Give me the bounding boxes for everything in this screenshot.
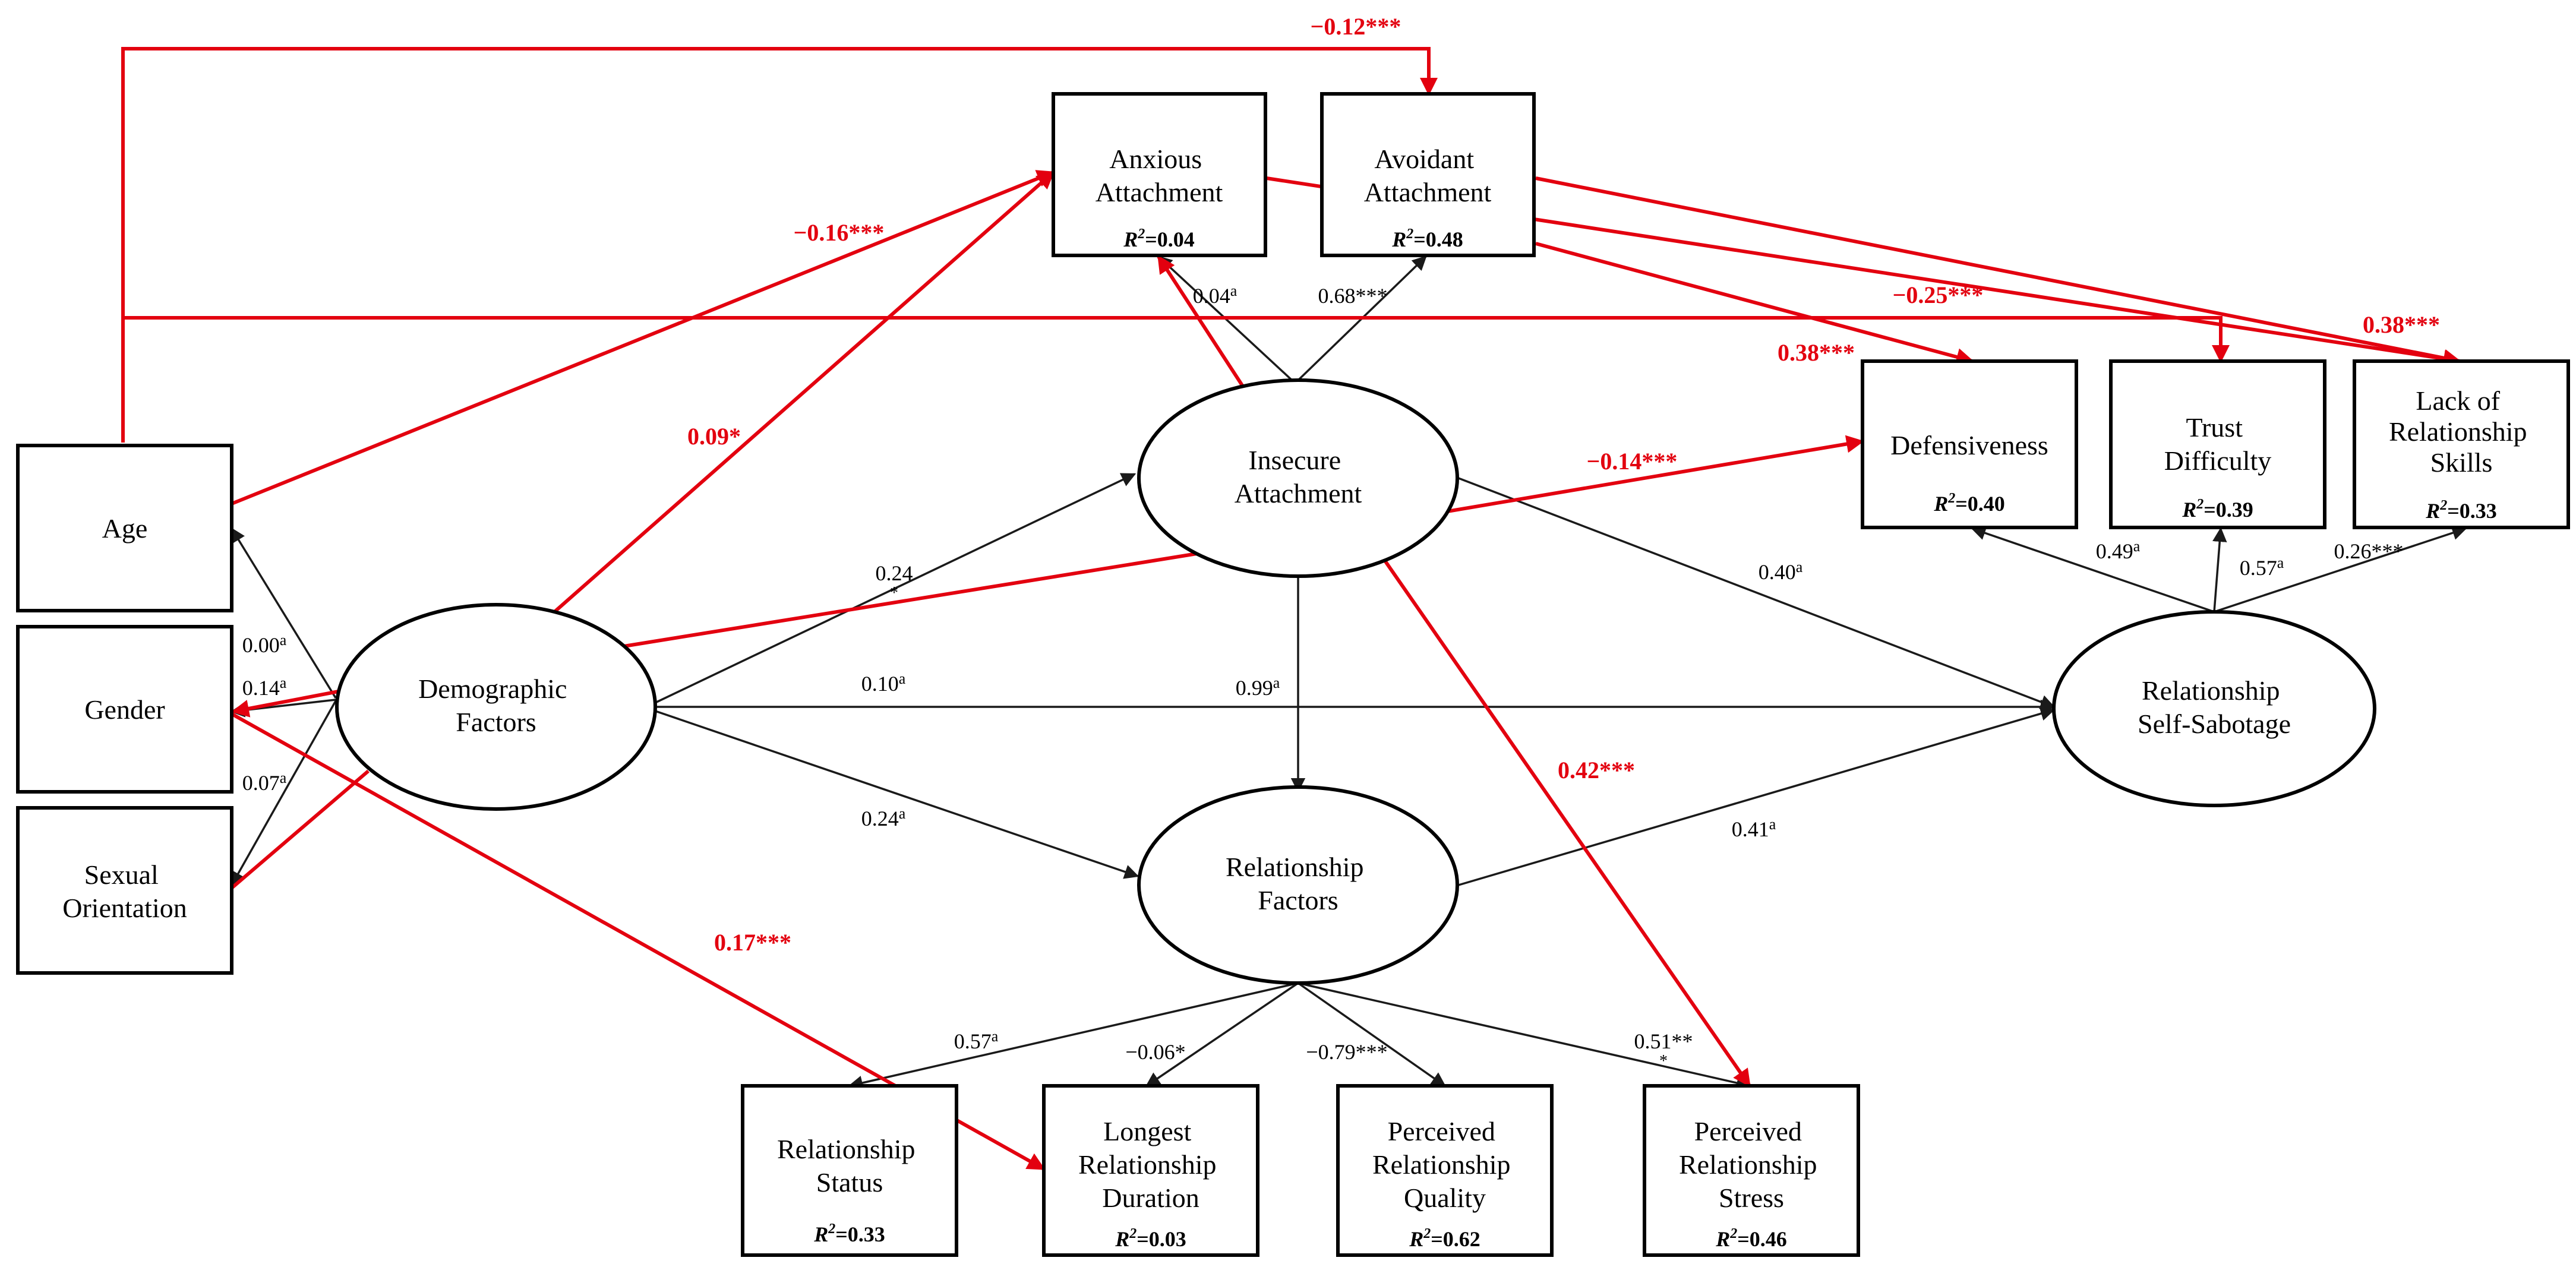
edge-demo-to-gender-red bbox=[231, 689, 342, 718]
r2-avoidant-attachment: R2=0.48 bbox=[1391, 226, 1463, 251]
node-age[interactable]: Age bbox=[16, 444, 233, 612]
edge-relfactors-to-sabotage bbox=[1458, 706, 2056, 886]
edge-relfactors-to-longest bbox=[1145, 982, 1299, 1087]
node-lack-of-relationship-skills[interactable]: Lack of Relationship Skills R2=0.33 bbox=[2353, 359, 2570, 529]
node-perceived-relationship-stress-label: Perceived Relationship Stress bbox=[1679, 1116, 1824, 1213]
edge-relfactors-to-stress bbox=[1298, 982, 1751, 1091]
r2-defensiveness: R2=0.40 bbox=[1933, 491, 2005, 516]
coef-relfactors-to-status: 0.57a bbox=[954, 1028, 999, 1053]
node-relationship-status[interactable]: Relationship Status R2=0.33 bbox=[741, 1084, 958, 1257]
node-longest-relationship-duration[interactable]: Longest Relationship Duration R2=0.03 bbox=[1042, 1084, 1259, 1257]
r2-anxious-attachment: R2=0.04 bbox=[1123, 226, 1195, 251]
node-demographic-factors-label: Demographic Factors bbox=[418, 674, 574, 737]
edge-demo-to-sexual-orientation bbox=[231, 700, 337, 887]
r2-longest-relationship-duration: R2=0.03 bbox=[1115, 1226, 1186, 1251]
coef-relfactors-to-stress: 0.51*** bbox=[1634, 1029, 1693, 1070]
node-lack-of-relationship-skills-label: Lack of Relationship Skills bbox=[2389, 386, 2534, 478]
node-anxious-attachment-label: Anxious Attachment bbox=[1096, 144, 1223, 207]
coef-demo-to-insecure: 0.24* bbox=[876, 561, 913, 602]
coef-insecure-to-sabotage: 0.40a bbox=[1759, 558, 1803, 584]
coef-demo-to-sabotage: 0.10a bbox=[861, 670, 906, 696]
node-sexual-orientation-label: Sexual Orientation bbox=[62, 860, 187, 923]
node-defensiveness[interactable]: Defensiveness R2=0.40 bbox=[1861, 359, 2078, 529]
coef-sabotage-to-defensiveness: 0.49a bbox=[2096, 538, 2141, 563]
edge-relfactors-to-status bbox=[848, 982, 1299, 1091]
edge-demo-to-relfactors bbox=[655, 710, 1139, 879]
edge-insecure-to-anxious bbox=[1157, 255, 1296, 384]
coef-avoidant-to-lack-skills: 0.38*** bbox=[2363, 311, 2440, 338]
edge-age-to-avoidant bbox=[121, 47, 1438, 443]
coef-relfactors-to-quality: −0.79*** bbox=[1306, 1040, 1387, 1064]
coef-insecure-to-stress: 0.42*** bbox=[1558, 757, 1635, 783]
node-relationship-self-sabotage[interactable]: Relationship Self-Sabotage bbox=[2052, 610, 2376, 807]
coef-age-to-avoidant: −0.12*** bbox=[1311, 13, 1401, 40]
node-insecure-attachment-label: Insecure Attachment bbox=[1235, 445, 1362, 508]
edge-avoidant-to-lack-skills bbox=[1535, 176, 2461, 367]
node-insecure-attachment[interactable]: Insecure Attachment bbox=[1137, 378, 1459, 578]
node-perceived-relationship-quality-label: Perceived Relationship Quality bbox=[1372, 1116, 1517, 1213]
edge-insecure-to-avoidant bbox=[1294, 255, 1427, 384]
coef-relfactors-to-longest: −0.06* bbox=[1125, 1040, 1185, 1064]
coef-sabotage-to-trust: 0.57a bbox=[2240, 554, 2284, 580]
edge-age-to-anxious bbox=[231, 170, 1055, 505]
node-avoidant-attachment-label: Avoidant Attachment bbox=[1364, 144, 1492, 207]
edge-demo-to-anxious bbox=[547, 170, 1055, 620]
node-relationship-status-label: Relationship Status bbox=[777, 1134, 922, 1198]
coef-insecure-to-avoidant: 0.68*** bbox=[1318, 284, 1388, 308]
coef-age-to-trust: −0.25*** bbox=[1893, 282, 1984, 308]
node-relationship-self-sabotage-label: Relationship Self-Sabotage bbox=[2138, 675, 2291, 739]
node-gender-label: Gender bbox=[84, 694, 165, 725]
node-anxious-attachment[interactable]: Anxious Attachment R2=0.04 bbox=[1052, 92, 1267, 257]
edge-insecure-to-anxious-red bbox=[1157, 255, 1246, 390]
edge-sabotage-to-defensiveness bbox=[1971, 526, 2215, 613]
r2-lack-of-relationship-skills: R2=0.33 bbox=[2425, 498, 2497, 523]
coefficient-labels: −0.12*** −0.16*** −0.25*** 0.38*** 0.38*… bbox=[242, 13, 2440, 1070]
edge-sexual-orientation-to-demo bbox=[231, 769, 370, 890]
coef-insecure-to-relfactors: 0.99a bbox=[1236, 674, 1280, 700]
coef-avoidant-to-defensiveness: 0.38*** bbox=[1778, 339, 1855, 366]
node-perceived-relationship-stress[interactable]: Perceived Relationship Stress R2=0.46 bbox=[1643, 1084, 1860, 1257]
coef-demo-to-sexual-orientation: 0.07a bbox=[242, 769, 287, 795]
node-longest-relationship-duration-label: Longest Relationship Duration bbox=[1078, 1116, 1223, 1213]
edge-demo-to-insecure bbox=[655, 473, 1137, 704]
coef-insecure-to-anxious: 0.04a bbox=[1193, 282, 1238, 308]
coef-demo-to-age: 0.00a bbox=[242, 631, 287, 657]
r2-relationship-status: R2=0.33 bbox=[813, 1221, 885, 1246]
node-age-label: Age bbox=[102, 513, 148, 544]
coef-sabotage-to-lack-skills: 0.26*** bbox=[2334, 539, 2404, 563]
node-trust-difficulty[interactable]: Trust Difficulty R2=0.39 bbox=[2109, 359, 2326, 529]
edge-sabotage-to-lack-skills bbox=[2214, 526, 2467, 613]
node-sexual-orientation[interactable]: Sexual Orientation bbox=[16, 806, 233, 975]
coef-relfactors-to-sabotage: 0.41a bbox=[1732, 816, 1776, 841]
edge-sabotage-to-trust bbox=[2212, 527, 2227, 612]
r2-perceived-relationship-quality: R2=0.62 bbox=[1409, 1226, 1480, 1251]
node-demographic-factors[interactable]: Demographic Factors bbox=[335, 603, 657, 811]
coef-demo-to-gender: 0.14a bbox=[242, 674, 287, 700]
edge-age-to-trust bbox=[123, 316, 2230, 363]
coef-gender-to-defensiveness: −0.14*** bbox=[1587, 448, 1678, 475]
coef-age-to-anxious: −0.16*** bbox=[794, 219, 885, 246]
nodes: Age Gender Sexual Orientation Demographi… bbox=[16, 92, 2570, 1257]
edge-avoidant-to-defensiveness bbox=[1535, 242, 1974, 366]
node-relationship-factors-label: Relationship Factors bbox=[1226, 852, 1371, 915]
coef-demo-to-anxious: 0.09* bbox=[687, 423, 741, 450]
edge-insecure-to-stress bbox=[1381, 556, 1751, 1088]
r2-perceived-relationship-stress: R2=0.46 bbox=[1715, 1226, 1787, 1251]
r2-trust-difficulty: R2=0.39 bbox=[2182, 497, 2253, 522]
coef-demo-to-relfactors: 0.24a bbox=[861, 805, 906, 830]
edge-insecure-to-sabotage bbox=[1458, 477, 2056, 709]
node-defensiveness-label: Defensiveness bbox=[1890, 430, 2048, 460]
node-gender[interactable]: Gender bbox=[16, 625, 233, 794]
edge-relfactors-to-quality bbox=[1297, 982, 1447, 1087]
node-perceived-relationship-quality[interactable]: Perceived Relationship Quality R2=0.62 bbox=[1336, 1084, 1554, 1257]
edge-demo-to-age bbox=[231, 527, 337, 699]
edges bbox=[121, 47, 2467, 1171]
coef-gender-to-longest: 0.17*** bbox=[714, 929, 791, 956]
node-avoidant-attachment[interactable]: Avoidant Attachment R2=0.48 bbox=[1320, 92, 1536, 257]
node-relationship-factors[interactable]: Relationship Factors bbox=[1137, 785, 1459, 985]
node-trust-difficulty-label: Trust Difficulty bbox=[2164, 412, 2272, 476]
